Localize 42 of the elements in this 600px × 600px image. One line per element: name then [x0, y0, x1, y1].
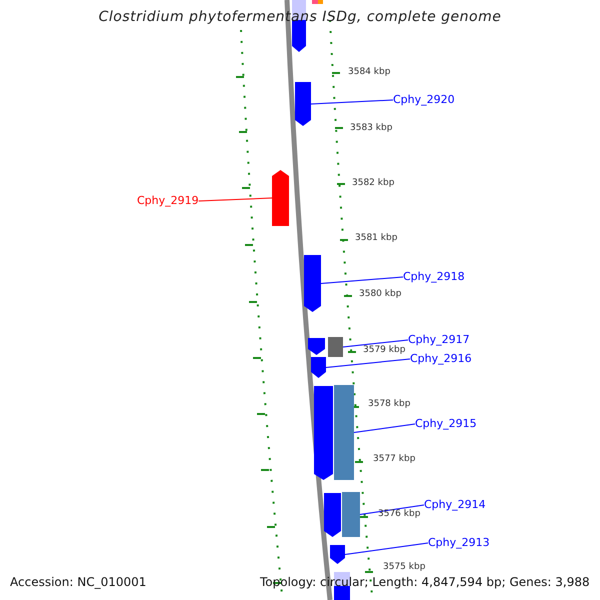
gene-bar — [295, 82, 311, 126]
gene-label: Cphy_2915 — [415, 417, 477, 431]
gene-bar — [312, 0, 318, 4]
gene-label: Cphy_2917 — [408, 333, 470, 347]
gene-bar — [308, 338, 325, 355]
tick-label: 3579 kbp — [363, 345, 406, 356]
footer-text: Accession: NC_010001 — [10, 575, 146, 589]
leader-line — [320, 276, 404, 284]
gene-label: Cphy_2918 — [403, 270, 465, 284]
leader-line — [344, 542, 428, 555]
gene-label: Cphy_2920 — [393, 93, 455, 107]
tick-label: 3578 kbp — [368, 399, 410, 410]
gene-bar — [334, 385, 354, 480]
footer-text: Topology: circular; Length: 4,847,594 bp; Genes: 3,988 — [260, 575, 590, 589]
tick-label: 3584 kbp — [348, 67, 390, 78]
leader-line — [342, 340, 408, 348]
title: Clostridium phytofermentans ISDg, complete genome — [98, 9, 502, 25]
gene-label: Cphy_2916 — [410, 352, 472, 366]
gene-bar — [304, 255, 321, 312]
leader-line — [310, 100, 394, 104]
leader-line — [360, 504, 424, 515]
tick-label: 3576 kbp — [378, 509, 420, 520]
tick-label: 3582 kbp — [352, 178, 394, 189]
gene-bar — [272, 170, 289, 226]
gene-label: Cphy_2919 — [137, 194, 199, 208]
tick-label: 3577 kbp — [373, 454, 416, 465]
gene-bar — [311, 357, 326, 378]
gene-label: Cphy_2914 — [424, 498, 486, 512]
gene-bar — [324, 493, 341, 537]
gene-bar — [330, 545, 345, 564]
tick-label: 3575 kbp — [383, 562, 426, 573]
leader-line — [326, 358, 410, 368]
tick-label: 3580 kbp — [359, 289, 402, 300]
gene-bar — [342, 492, 360, 537]
gene-bar — [328, 337, 343, 357]
gene-bar — [314, 386, 333, 480]
tick-label: 3581 kbp — [355, 233, 398, 244]
tick-label: 3583 kbp — [350, 123, 392, 134]
gene-label: Cphy_2913 — [428, 536, 490, 550]
leader-line — [198, 198, 272, 202]
gene-bar — [318, 0, 323, 4]
leader-line — [354, 424, 416, 433]
